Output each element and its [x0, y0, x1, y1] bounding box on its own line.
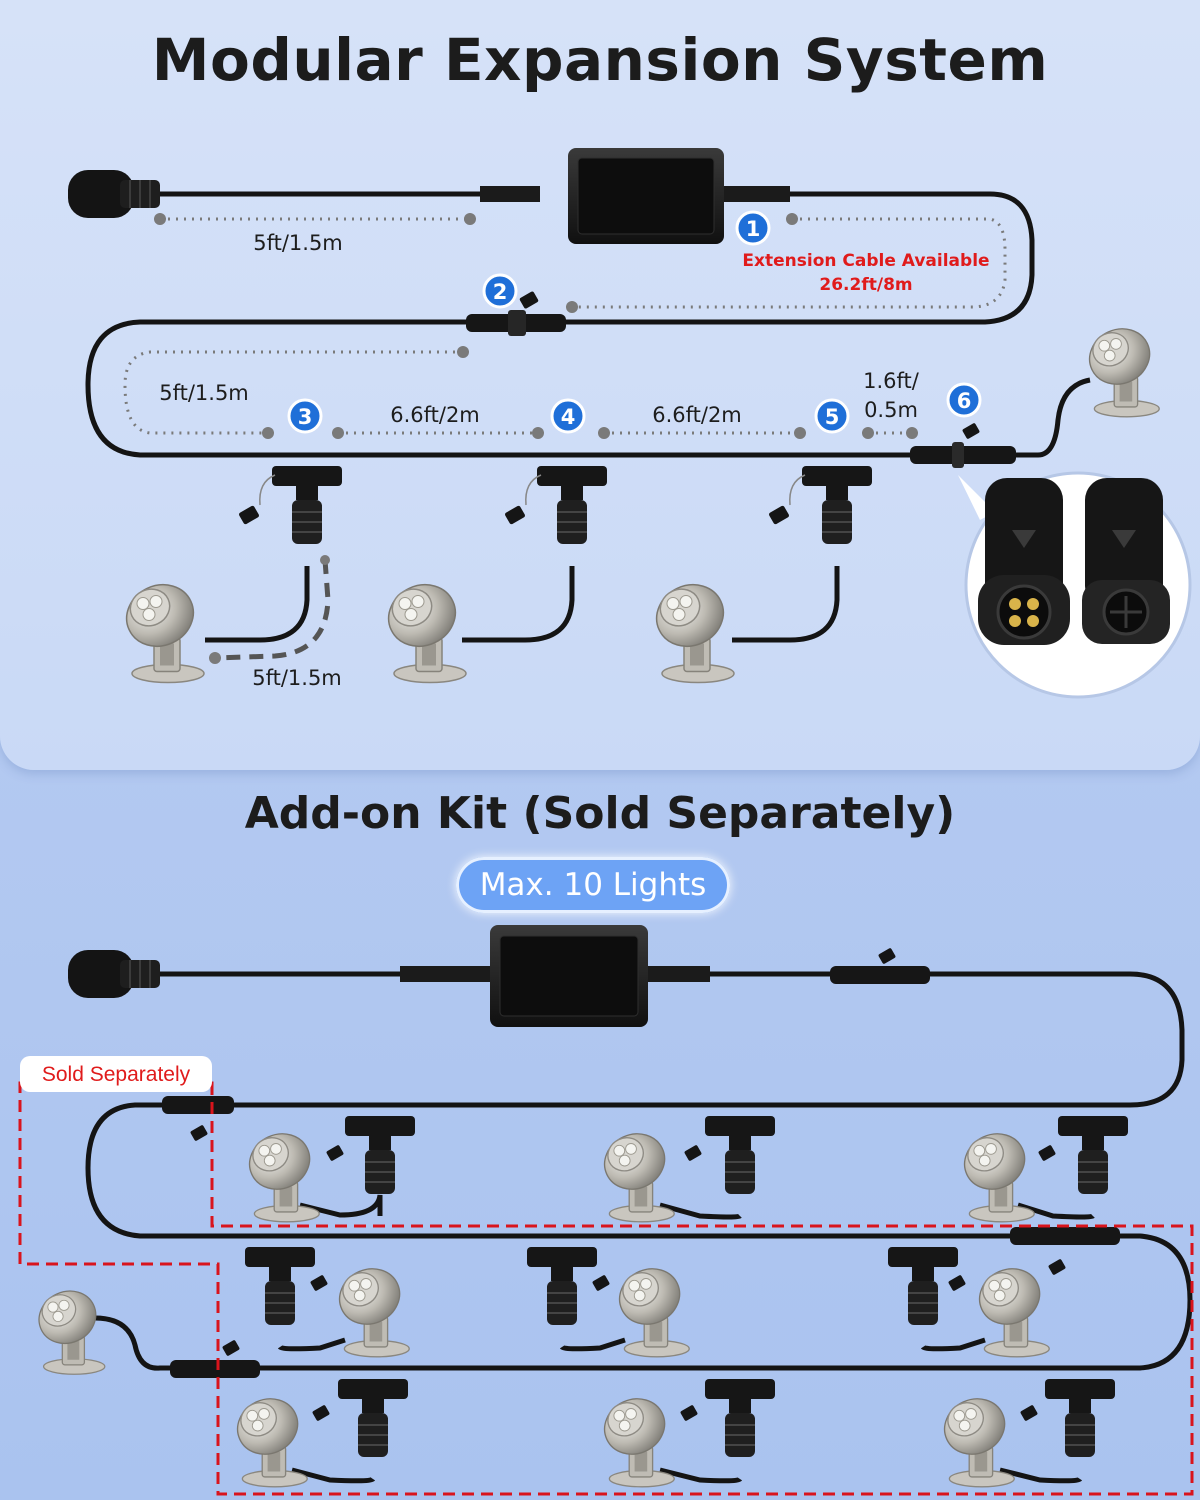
svg-text:6: 6	[957, 389, 972, 413]
extension-note-line1: Extension Cable Available	[742, 251, 989, 271]
svg-text:Sold Separately: Sold Separately	[42, 1063, 191, 1086]
step-marker-2: 2	[482, 273, 518, 309]
length-label-3-4: 6.6ft/2m	[390, 403, 480, 427]
measurement-endpoints	[154, 213, 918, 664]
dust-cap-icon	[519, 290, 539, 310]
svg-text:4: 4	[561, 405, 576, 429]
power-adapter-addon	[490, 925, 648, 1027]
spotlight	[595, 1388, 675, 1488]
tee-connector	[245, 1245, 315, 1327]
step-marker-5: 5	[814, 398, 850, 434]
spotlight	[955, 1123, 1035, 1223]
spotlight	[935, 1388, 1015, 1488]
addon-return-cable	[85, 1102, 1193, 1371]
tee-connector	[1058, 1114, 1128, 1196]
dust-cap-icon	[947, 1274, 967, 1292]
addon-kit-title: Add-on Kit (Sold Separately)	[244, 788, 956, 839]
dust-cap-icon	[311, 1404, 331, 1422]
dust-cap-icon	[504, 505, 526, 525]
sold-separately-tag: Sold Separately	[20, 1056, 212, 1092]
spotlight-end	[1080, 318, 1161, 418]
length-label-loop: 5ft/1.5m	[159, 381, 249, 405]
dust-cap-icon	[768, 505, 790, 525]
spotlight-3	[116, 573, 205, 684]
tee-connector	[527, 1245, 597, 1327]
tee-connector-5	[802, 464, 872, 546]
kit-connector	[170, 1360, 260, 1378]
tee-connector	[888, 1245, 958, 1327]
tee-connector	[1045, 1377, 1115, 1459]
dust-cap-icon	[325, 1144, 345, 1162]
step-marker-6: 6	[946, 382, 982, 418]
male-connector-icon	[978, 478, 1070, 645]
svg-text:5: 5	[825, 405, 840, 429]
spotlight	[228, 1388, 308, 1488]
dust-cap-icon	[1047, 1258, 1067, 1276]
tee-connector-4	[537, 464, 607, 546]
cable-strain-relief	[400, 966, 490, 982]
dust-cap-icon	[238, 505, 260, 525]
spotlight-5	[646, 573, 735, 684]
dust-cap-icon	[1037, 1144, 1057, 1162]
length-label-5-6-line2: 0.5m	[864, 398, 918, 422]
page-title: Modular Expansion System	[151, 26, 1049, 94]
length-label-light-cable: 5ft/1.5m	[252, 666, 342, 690]
tee-connector	[338, 1377, 408, 1459]
tee-connector	[705, 1377, 775, 1459]
light-cable-4	[462, 566, 575, 643]
spotlight-addon-end	[30, 1281, 106, 1375]
tee-connector	[345, 1114, 415, 1196]
addon-main-cable	[232, 971, 1185, 1108]
end-light-cable	[1016, 377, 1091, 458]
tee-connector-3	[272, 464, 342, 546]
svg-text:1: 1	[746, 217, 761, 241]
dust-cap-icon	[877, 947, 897, 965]
main-loop-cable	[566, 191, 1035, 325]
dust-cap-icon	[961, 422, 981, 440]
max-lights-badge: Max. 10 Lights	[456, 857, 730, 913]
dust-cap-icon	[189, 1124, 209, 1142]
sold-separately-boundary	[18, 1081, 1194, 1496]
measurement-guides	[123, 217, 1007, 435]
end-light-cable	[94, 1315, 170, 1371]
female-connector-icon	[1082, 478, 1170, 644]
spotlight	[595, 1123, 675, 1223]
dust-cap-icon	[309, 1274, 329, 1292]
step-marker-3: 3	[287, 398, 323, 434]
plug-icon	[68, 950, 160, 998]
light-cable-5	[732, 566, 840, 643]
power-adapter	[568, 148, 724, 244]
dust-cap-icon	[591, 1274, 611, 1292]
svg-text:3: 3	[298, 405, 313, 429]
tee-connector	[705, 1114, 775, 1196]
kit-connector	[1010, 1227, 1120, 1245]
connector-2	[466, 310, 566, 336]
cable-strain-relief	[480, 186, 540, 202]
spotlight	[240, 1123, 320, 1223]
kit-connector	[162, 1096, 234, 1114]
connector-detail-callout	[958, 471, 1192, 699]
extension-note-line2: 26.2ft/8m	[819, 275, 912, 295]
length-label-plug: 5ft/1.5m	[253, 231, 343, 255]
length-label-5-6-line1: 1.6ft/	[863, 369, 920, 393]
adapter-output-connector	[724, 186, 790, 202]
adapter-output-connector	[648, 966, 710, 982]
step-marker-4: 4	[550, 398, 586, 434]
connector-extension	[830, 966, 930, 984]
connector-6	[910, 442, 1016, 468]
spotlight-4	[378, 573, 467, 684]
second-loop-cable	[85, 319, 910, 458]
dust-cap-icon	[221, 1339, 241, 1357]
dust-cap-icon	[1019, 1404, 1039, 1422]
plug-icon	[68, 170, 160, 218]
light-cable-3	[205, 566, 310, 643]
svg-text:2: 2	[493, 280, 508, 304]
step-marker-1: 1	[735, 210, 771, 246]
dust-cap-icon	[683, 1144, 703, 1162]
dashed-extension-cable	[214, 559, 331, 661]
length-label-4-5: 6.6ft/2m	[652, 403, 742, 427]
dust-cap-icon	[679, 1404, 699, 1422]
